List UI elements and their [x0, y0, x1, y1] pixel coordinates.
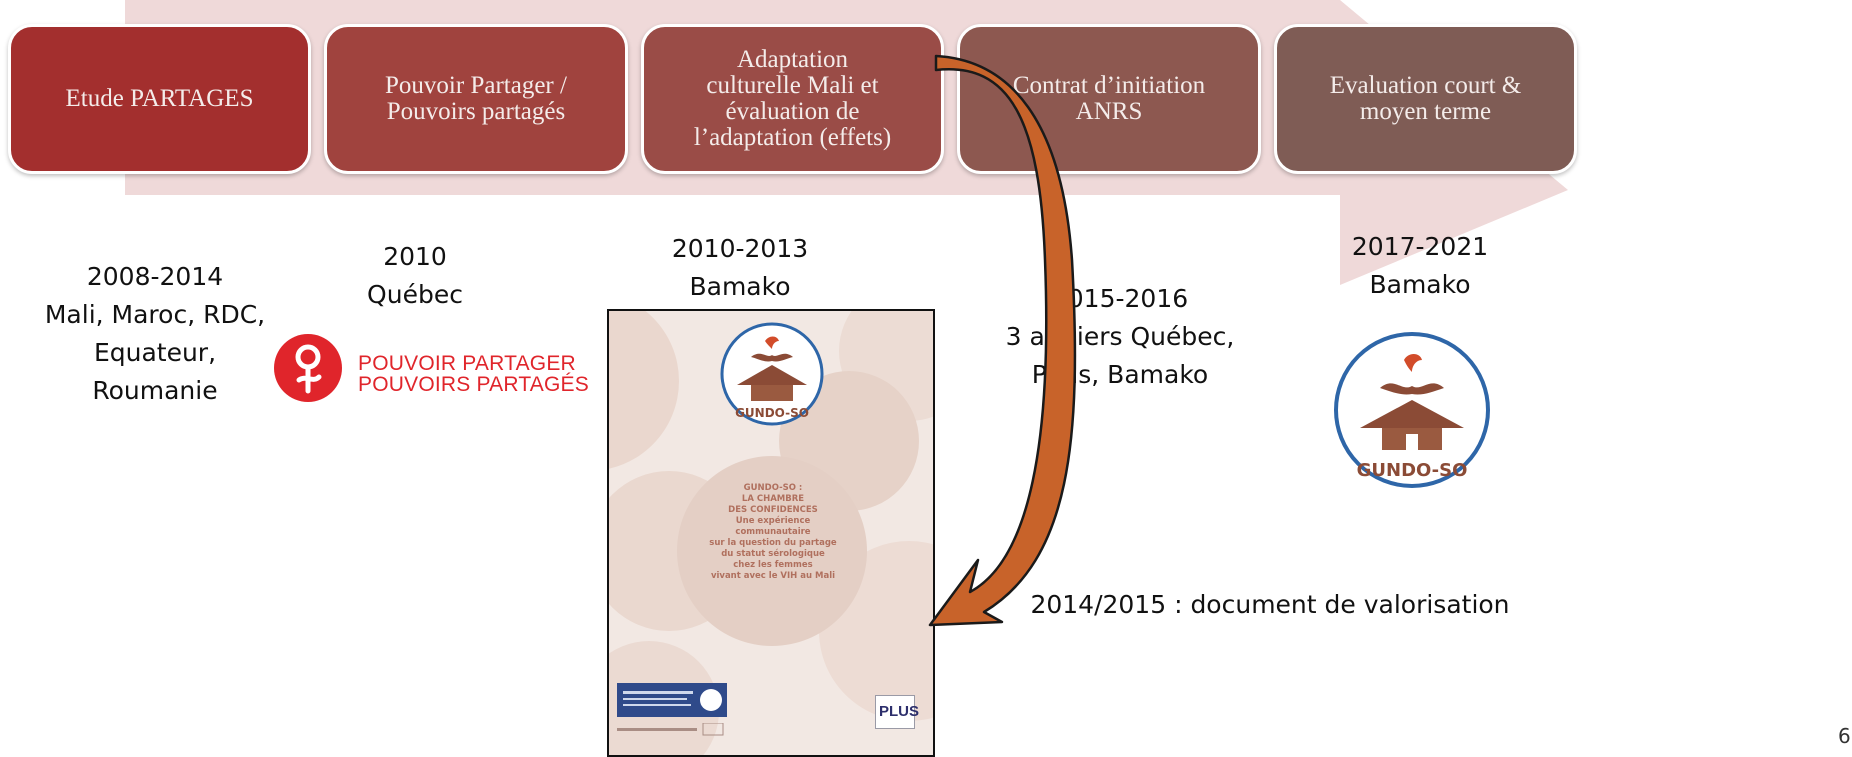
label-document-valorisation: 2014/2015 : document de valorisation — [1030, 590, 1510, 619]
label-pouvoir-year-place: 2010 Québec — [367, 242, 463, 309]
cover-arcad-sida-logo-icon — [617, 683, 727, 717]
svg-text:GUNDO-SO: GUNDO-SO — [735, 406, 809, 420]
cover-small-credits-line — [617, 723, 724, 736]
page-number: 6 — [1838, 724, 1851, 748]
cover-title-text: GUNDO-SO : LA CHAMBRE DES CONFIDENCES Un… — [709, 483, 837, 581]
stage-etude-partages: Etude PARTAGES — [8, 24, 311, 174]
cover-background-circles — [609, 311, 933, 755]
pouvoir-partager-logo-text: POUVOIR PARTAGER POUVOIRS PARTAGÉS — [358, 352, 589, 396]
stage-contrat-anrs: Contrat d’initiation ANRS — [957, 24, 1261, 174]
svg-text:GUNDO-SO: GUNDO-SO — [1357, 460, 1468, 481]
label-adaptation-years-place: 2010-2013 Bamako — [671, 234, 809, 301]
label-etude-years-places: 2008-2014 Mali, Maroc, RDC, Equateur, Ro… — [44, 262, 266, 405]
stage-adaptation-culturelle: Adaptation culturelle Mali et évaluation… — [641, 24, 944, 174]
stage-pouvoir-partager: Pouvoir Partager / Pouvoirs partagés — [324, 24, 628, 174]
cover-plus-logo: PLUS — [875, 695, 919, 729]
pouvoir-partager-logo-icon — [274, 334, 342, 402]
cover-gundo-so-seal-icon: GUNDO-SO — [720, 322, 824, 426]
label-evaluation-years-place: 2017-2021 Bamako — [1351, 232, 1489, 299]
stage-evaluation: Evaluation court & moyen terme — [1274, 24, 1577, 174]
document-cover-image: GUNDO-SO GUNDO-SO : LA CHAMBRE DES CONFI… — [607, 309, 935, 757]
gundo-so-logo-icon: GUNDO-SO — [1334, 332, 1490, 488]
